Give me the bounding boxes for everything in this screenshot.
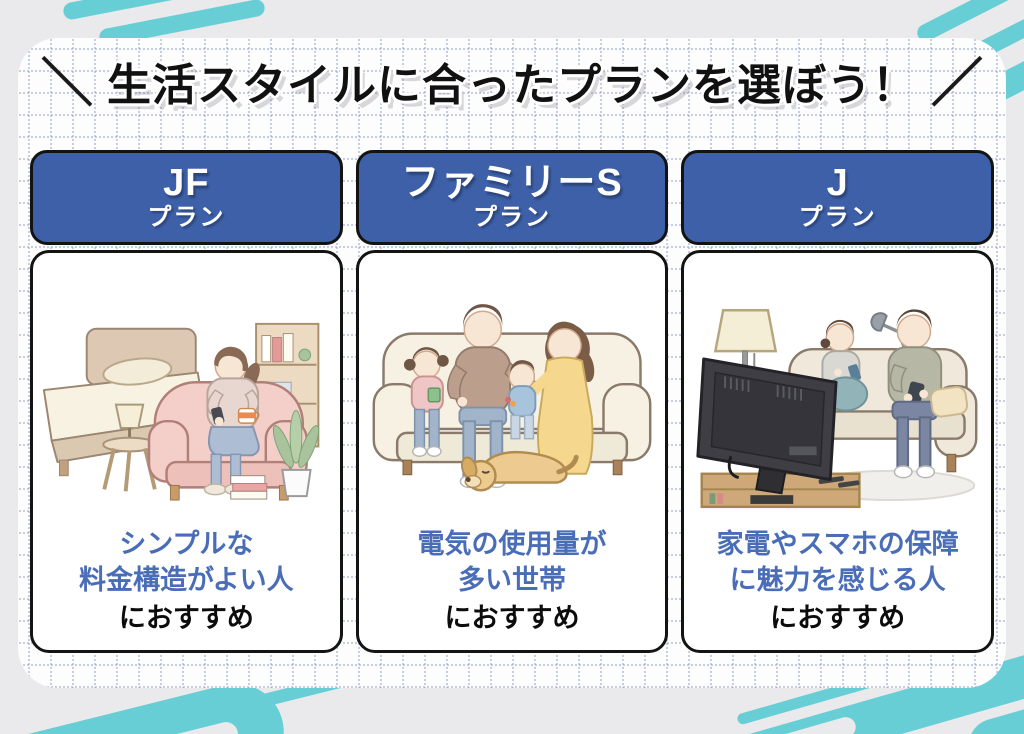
family-on-sofa-with-dog-illustration (359, 261, 666, 523)
recommendation-line-1: シンプルな (119, 529, 254, 559)
plan-body-j: 家電やスマホの保障 に魅力を感じる人 におすすめ (681, 250, 995, 653)
title-slash-right: ／ (931, 55, 984, 113)
recommendation-line-1: 家電やスマホの保障 (716, 529, 959, 559)
recommendation-text: 電気の使用量が 多い世帯 におすすめ (359, 527, 666, 636)
recommendation-tail: におすすめ (118, 603, 254, 634)
recommendation-line-1: 電気の使用量が (417, 529, 607, 559)
plan-card-family-s[interactable]: ファミリーS プラン (355, 150, 669, 653)
plan-name: J (826, 161, 849, 204)
plan-cards: JF プラン (30, 150, 995, 653)
recommendation-text: シンプルな 料金構造がよい人 におすすめ (33, 527, 340, 636)
plan-header-jf[interactable]: JF プラン (30, 150, 343, 245)
title-slash-left: ＼ (40, 55, 93, 113)
recommendation-tail: におすすめ (770, 603, 906, 634)
plan-card-j[interactable]: J プラン (681, 150, 995, 653)
recommendation-line-2: に魅力を感じる人 (729, 564, 946, 595)
plan-body-family-s: 電気の使用量が 多い世帯 におすすめ (355, 250, 669, 653)
couple-with-tv-and-phones-illustration (684, 261, 991, 523)
plan-name: ファミリーS (401, 161, 623, 204)
plan-body-jf: シンプルな 料金構造がよい人 におすすめ (30, 250, 343, 653)
plan-header-j[interactable]: J プラン (681, 150, 995, 245)
plan-suffix: プラン (798, 203, 877, 231)
plan-name: JF (163, 161, 210, 204)
plan-suffix: プラン (473, 203, 551, 231)
recommendation-line-2: 多い世帯 (458, 564, 566, 595)
recommendation-text: 家電やスマホの保障 に魅力を感じる人 におすすめ (684, 527, 991, 636)
content-panel: ＼ 生活スタイルに合ったプランを選ぼう！ ／ JF プラン (18, 38, 1006, 688)
page-title: ＼ 生活スタイルに合ったプランを選ぼう！ ／ (18, 55, 1006, 113)
recommendation-line-2: 料金構造がよい人 (79, 564, 294, 595)
plan-card-jf[interactable]: JF プラン (30, 150, 343, 653)
plan-suffix: プラン (147, 203, 226, 231)
title-text: 生活スタイルに合ったプランを選ぼう！ (107, 60, 917, 110)
recommendation-tail: におすすめ (444, 603, 580, 634)
woman-relaxing-with-phone-illustration (33, 261, 340, 523)
plan-header-family-s[interactable]: ファミリーS プラン (355, 150, 669, 245)
